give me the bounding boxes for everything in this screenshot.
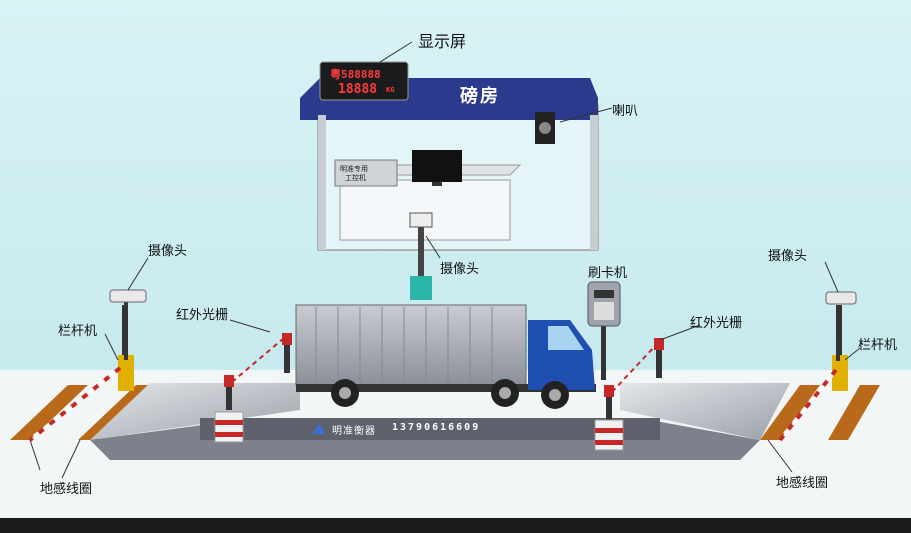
- infrared-grating-left-shape: [214, 333, 292, 443]
- truck-shape: [295, 304, 596, 409]
- label-barrier-right: 栏杆机: [858, 338, 898, 353]
- display-plate: 粤588888: [330, 68, 381, 81]
- label-camera-left: 摄像头: [148, 244, 188, 259]
- display-weight: 18888: [338, 82, 378, 97]
- label-weigh-house: 磅房: [460, 86, 500, 107]
- label-barrier-left: 栏杆机: [58, 324, 98, 339]
- leader-lines: [29, 41, 861, 479]
- brand-logo-icon: [312, 424, 326, 434]
- label-loop-left: 地感线圈: [40, 482, 93, 497]
- label-display-screen: 显示屏: [418, 32, 467, 51]
- camera-right-shape: [825, 291, 857, 361]
- display-unit: KG: [386, 86, 395, 94]
- label-speaker: 喇叭: [612, 104, 639, 119]
- label-card-reader: 刷卡机: [588, 266, 628, 281]
- label-loop-right: 地感线圈: [776, 476, 829, 491]
- label-infrared-right: 红外光栅: [690, 316, 743, 331]
- ground-loop-right-shape: [760, 385, 880, 440]
- computer-label-line1: 明准专用: [340, 165, 368, 173]
- computer-label-line2: 工控机: [345, 174, 366, 182]
- infrared-grating-right-shape: [594, 338, 664, 451]
- label-camera-right: 摄像头: [768, 249, 808, 264]
- display-board-shape: [319, 61, 409, 101]
- scale-phone: 13790616609: [392, 422, 481, 433]
- scale-brand: 明准衡器: [332, 426, 376, 437]
- weigh-house-shape: [300, 78, 599, 300]
- label-camera-center: 摄像头: [440, 262, 480, 277]
- scale-platform-shape: [90, 383, 790, 460]
- label-infrared-left: 红外光栅: [176, 308, 229, 323]
- bottom-bar: [0, 518, 911, 533]
- card-reader-shape: [587, 281, 621, 380]
